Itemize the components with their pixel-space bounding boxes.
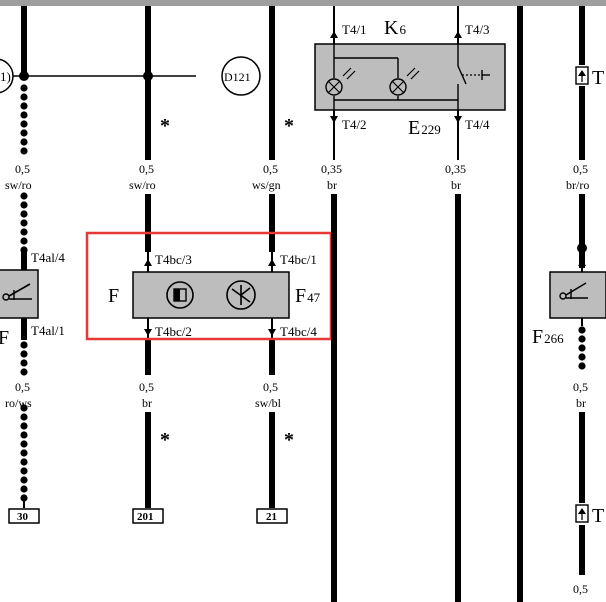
e229-name: E229 xyxy=(408,117,441,139)
svg-text:201: 201 xyxy=(137,511,154,523)
switch-f47 xyxy=(132,252,290,338)
k6-pin-t43: T4/3 xyxy=(465,22,490,37)
wire-f-bot-color: br xyxy=(576,396,586,410)
wire-column-b xyxy=(143,6,153,508)
wire-c-top-gauge: 0,5 xyxy=(263,162,278,176)
wire-column-a xyxy=(19,6,29,508)
wire-b-top-gauge: 0,5 xyxy=(139,162,154,176)
k6-name: K6 xyxy=(384,17,406,39)
f47-name: F47 xyxy=(295,285,321,307)
asterisk-b-bot: * xyxy=(160,429,170,451)
wire-a-top-gauge: 0,5 xyxy=(15,162,30,176)
f266-name: F266 xyxy=(532,326,564,348)
svg-text:21: 21 xyxy=(266,511,277,523)
top-border xyxy=(0,0,606,6)
right-connector-bottom-label: T xyxy=(592,505,604,527)
wire-d-color: br xyxy=(327,178,337,192)
lamp-2-icon xyxy=(389,67,420,96)
wire-a-top-color: sw/ro xyxy=(5,178,32,192)
k6-e229-component xyxy=(314,31,506,123)
right-connector-top-label: T xyxy=(592,67,604,89)
switch-f266 xyxy=(549,259,606,326)
connector-label-d121: D121 xyxy=(224,70,251,84)
left-switch-pin-top: T4al/4 xyxy=(31,250,65,265)
wire-a-bot-color: ro/ws xyxy=(5,396,32,410)
k6-pin-t44: T4/4 xyxy=(465,117,490,132)
asterisk-c-top: * xyxy=(284,115,294,137)
k6-pin-t42: T4/2 xyxy=(342,117,367,132)
wire-f-top-gauge: 0,5 xyxy=(573,162,588,176)
f47-pin-top-right: T4bc/1 xyxy=(280,252,317,267)
ref-box-21: 21 xyxy=(256,508,288,524)
k6-pin-t41: T4/1 xyxy=(342,22,367,37)
wire-d-gauge: 0,35 xyxy=(321,162,342,176)
asterisk-b-top: * xyxy=(160,115,170,137)
wire-e-gauge: 0,35 xyxy=(445,162,466,176)
f47-pin-top-left: T4bc/3 xyxy=(155,252,192,267)
ref-box-30: 30 xyxy=(8,508,40,524)
wire-c-top-color: ws/gn xyxy=(252,178,281,192)
right-connector-top xyxy=(575,66,589,85)
left-switch xyxy=(0,269,39,319)
asterisk-c-bot: * xyxy=(284,429,294,451)
left-switch-pin-bottom: T4al/1 xyxy=(31,323,65,338)
wire-c-bot-color: sw/bl xyxy=(255,396,282,410)
connector-circle-d121 xyxy=(221,56,261,96)
left-switch-name: F xyxy=(0,327,9,349)
wire-a-bot-gauge: 0,5 xyxy=(15,380,30,394)
right-connector-bottom xyxy=(575,504,589,523)
f47-pin-bottom-right: T4bc/4 xyxy=(280,324,317,339)
wire-f-bot-gauge: 0,5 xyxy=(573,380,588,394)
push-switch-icon xyxy=(457,65,490,85)
wire-b-bot-color: br xyxy=(142,396,152,410)
f47-left-name: F xyxy=(108,285,119,307)
pedal-switch-icon xyxy=(226,280,256,310)
lamp-1-icon xyxy=(325,67,356,96)
wire-f-bottom-gauge: 0,5 xyxy=(573,582,588,596)
brake-symbol-icon xyxy=(166,281,194,309)
svg-text:30: 30 xyxy=(17,511,29,523)
wire-b-bot-gauge: 0,5 xyxy=(139,380,154,394)
wire-e-color: br xyxy=(451,178,461,192)
wire-c-bot-gauge: 0,5 xyxy=(263,380,278,394)
ref-box-201: 201 xyxy=(132,508,164,524)
wire-b-top-color: sw/ro xyxy=(129,178,156,192)
connector-label-left: 1) xyxy=(0,69,11,84)
f47-pin-bottom-left: T4bc/2 xyxy=(155,324,192,339)
wire-f-top-color: br/ro xyxy=(566,178,589,192)
wire-column-f xyxy=(577,6,587,575)
connector-circle-left xyxy=(0,58,14,94)
